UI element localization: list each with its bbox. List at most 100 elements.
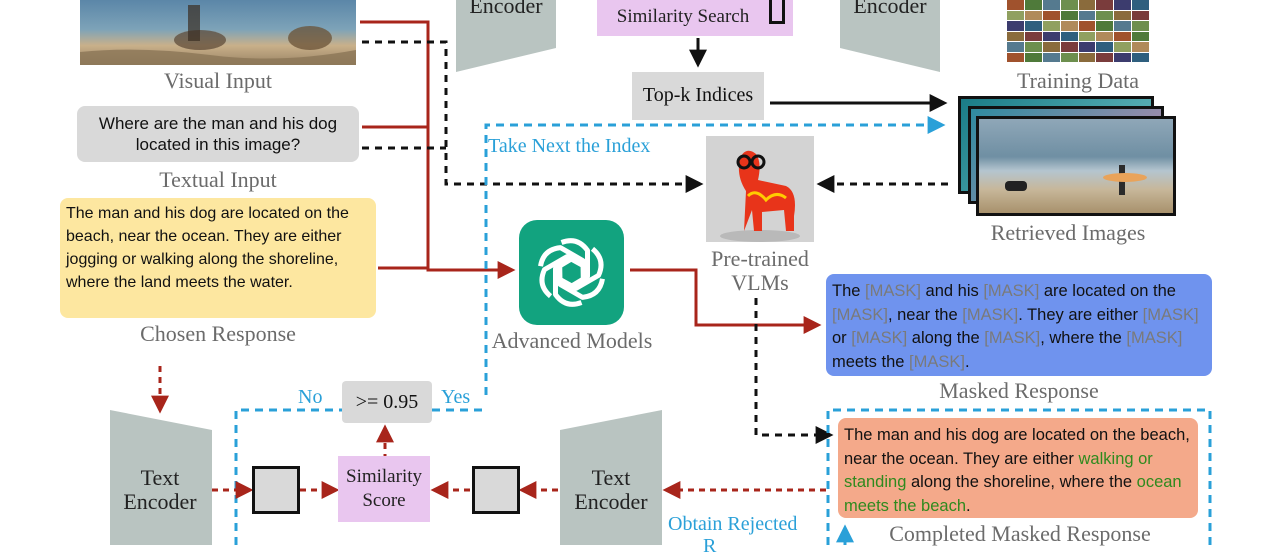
training-thumbnail xyxy=(1007,10,1024,20)
training-thumbnail xyxy=(1024,0,1042,10)
completed-text-segment: . xyxy=(966,496,971,515)
completed-text-segment: The man and his dog are located on the b… xyxy=(844,426,1190,468)
training-thumbnail xyxy=(1132,52,1149,62)
training-thumbnail xyxy=(1060,31,1078,41)
obtain-rejected-line2: R xyxy=(703,535,717,557)
training-thumbnail xyxy=(1114,42,1132,52)
masked-text-segment: along the xyxy=(907,329,985,347)
training-thumbnail xyxy=(1007,0,1024,10)
completed-response-box: The man and his dog are located on the b… xyxy=(838,418,1198,518)
training-thumbnail xyxy=(1132,21,1149,31)
vlm-label-line2: VLMs xyxy=(731,270,789,295)
training-thumbnail xyxy=(1078,21,1096,31)
openai-logo-icon xyxy=(538,238,605,307)
training-thumbnail xyxy=(1096,42,1114,52)
visual-to-advanced-line xyxy=(360,20,516,279)
training-thumbnail xyxy=(1024,52,1042,62)
training-thumbnail xyxy=(1132,0,1149,10)
filled-token: ocean meets the beach xyxy=(844,473,1182,515)
masked-text-segment: . They are either xyxy=(1018,305,1143,324)
vlm-label-line1: Pre-trained xyxy=(711,246,809,271)
mask-token: [MASK] xyxy=(1126,329,1183,347)
training-thumbnail xyxy=(1024,42,1042,52)
completed-response-label: Completed Masked Response xyxy=(889,521,1151,546)
training-thumbnail xyxy=(1114,52,1132,62)
threshold-label: >= 0.95 xyxy=(355,391,419,413)
masked-text-segment: , near the xyxy=(887,305,963,324)
training-thumbnail xyxy=(1078,42,1096,52)
training-thumbnail xyxy=(1078,52,1096,62)
masked-response-label: Masked Response xyxy=(939,378,1099,403)
mask-token: [MASK] xyxy=(832,305,888,324)
mask-token: [MASK] xyxy=(962,305,1019,324)
masked-text-segment: , where the xyxy=(1040,329,1127,347)
text-encoder-right-label: Text Encoder xyxy=(574,465,648,514)
completed-border-dashed xyxy=(826,408,1212,545)
threshold-no-label: No xyxy=(298,386,323,408)
training-thumbnail xyxy=(1096,0,1114,10)
chosen-response-label: Chosen Response xyxy=(140,321,296,346)
training-thumbnail xyxy=(1042,21,1060,31)
flame-llama-graphic xyxy=(720,150,800,242)
training-thumbnail xyxy=(1078,31,1096,41)
similarity-score-line2: Score xyxy=(362,490,406,511)
training-thumbnail xyxy=(1042,52,1060,62)
filled-token: walking or standing xyxy=(844,449,1153,492)
training-thumbnail xyxy=(1042,10,1060,20)
training-thumbnail xyxy=(1060,42,1078,52)
chosen-response-box: The man and his dog are located on the b… xyxy=(60,198,376,318)
connector-layer xyxy=(151,20,1212,545)
no-loop-dashed xyxy=(234,408,344,545)
beach-scene-graphic xyxy=(80,5,356,65)
training-thumbnail xyxy=(1078,0,1096,10)
take-next-index-label: Take Next the Index xyxy=(488,135,651,157)
training-thumbnail xyxy=(1060,52,1078,62)
training-thumbnail xyxy=(1096,21,1114,31)
training-thumbnail xyxy=(1024,31,1042,41)
topk-label: Top-k Indices xyxy=(642,84,754,106)
similarity-search-label: Similarity Search xyxy=(616,6,750,27)
training-thumbnail xyxy=(1042,42,1060,52)
visual-input-image xyxy=(80,0,356,65)
obtain-rejected-line1: Obtain Rejected xyxy=(668,513,798,535)
training-thumbnail xyxy=(1096,31,1114,41)
training-thumbnail xyxy=(1114,21,1132,31)
search-small-square xyxy=(769,0,785,24)
right-embedding-square xyxy=(472,466,520,514)
textual-input-question: Where are the man and his dog located in… xyxy=(98,114,338,154)
training-thumbnail xyxy=(1024,21,1042,31)
mask-token: [MASK] xyxy=(909,352,965,371)
training-thumbnail xyxy=(1078,10,1096,20)
training-thumbnail xyxy=(1042,0,1060,10)
surfboard-shape xyxy=(1103,173,1147,182)
masked-text-segment: or xyxy=(832,329,852,347)
left-embedding-square xyxy=(252,466,300,514)
threshold-yes-label: Yes xyxy=(441,386,471,408)
threshold-box: >= 0.95 xyxy=(342,381,432,423)
similarity-search-box: Similarity Search xyxy=(597,0,793,36)
training-thumbnail xyxy=(1060,0,1078,10)
mask-token: [MASK] xyxy=(983,282,1040,300)
training-thumbnail xyxy=(1007,42,1024,52)
training-data-label: Training Data xyxy=(1016,68,1139,93)
masked-text-segment: and his xyxy=(920,282,984,300)
visual-to-vlm-dashed xyxy=(362,40,704,193)
mask-token: [MASK] xyxy=(851,329,908,347)
training-thumbnail xyxy=(1114,31,1132,41)
advanced-models-label: Advanced Models xyxy=(491,328,653,353)
training-thumbnail xyxy=(1007,31,1024,41)
masked-text-segment: . xyxy=(964,352,970,371)
training-thumbnail xyxy=(1114,10,1132,20)
mask-token: [MASK] xyxy=(865,282,921,300)
text-encoder-left-label: Text Encoder xyxy=(123,465,197,514)
masked-response-text: The [MASK] and his [MASK] are located on… xyxy=(832,282,1199,371)
visual-input-label: Visual Input xyxy=(163,68,273,93)
training-data-grid xyxy=(1007,0,1149,62)
mask-token: [MASK] xyxy=(1142,305,1199,324)
vlm-image xyxy=(706,136,814,242)
completed-response-text: The man and his dog are located on the b… xyxy=(844,426,1190,515)
similarity-score-line1: Similarity xyxy=(346,466,422,487)
completed-text-segment: along the shoreline, where the xyxy=(906,473,1137,491)
training-thumbnail xyxy=(1007,52,1024,62)
similarity-score-box: Similarity Score xyxy=(338,456,430,522)
